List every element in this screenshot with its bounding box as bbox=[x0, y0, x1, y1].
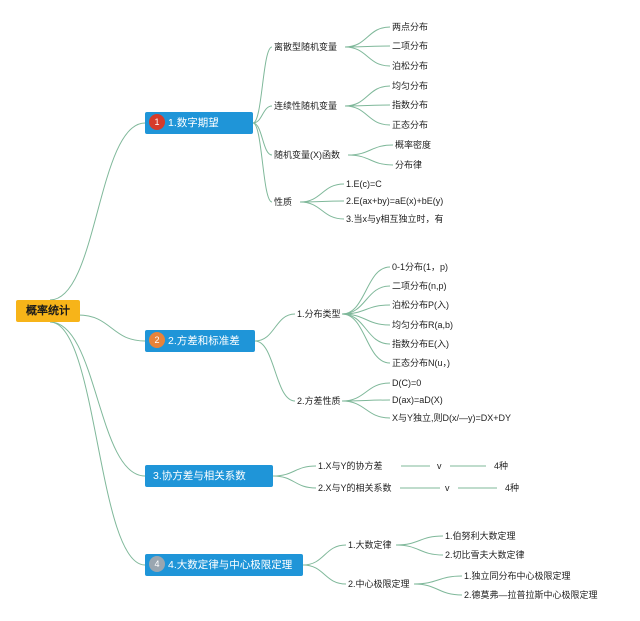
connector-line bbox=[272, 475, 317, 489]
leaf-item[interactable]: 均匀分布 bbox=[392, 81, 429, 91]
connector-line bbox=[341, 400, 391, 419]
leaf-item[interactable]: 指数分布 bbox=[392, 100, 429, 110]
connector-line bbox=[49, 321, 146, 477]
root-node[interactable]: 概率统计 bbox=[16, 300, 80, 322]
branch-label: 1.数字期望 bbox=[168, 117, 219, 130]
sub-continuous-variable[interactable]: 连续性随机变量 bbox=[274, 101, 338, 111]
leaf-item[interactable]: 两点分布 bbox=[392, 22, 429, 32]
connector-line bbox=[272, 465, 317, 477]
connector-line bbox=[344, 85, 391, 107]
branch-label: 4.大数定律与中心极限定理 bbox=[168, 559, 293, 572]
leaf-item[interactable]: D(C)=0 bbox=[392, 378, 422, 388]
connector-line bbox=[49, 122, 146, 301]
connector-line bbox=[299, 183, 345, 203]
leaf-item[interactable]: 3.当x与y相互独立时，有 bbox=[346, 214, 444, 224]
connector-line bbox=[341, 313, 391, 364]
leaf-item[interactable]: 1.独立同分布中心极限定理 bbox=[464, 571, 571, 581]
connector-line bbox=[302, 544, 347, 566]
leaf-item[interactable]: v bbox=[437, 461, 442, 471]
branch-label: 3.协方差与相关系数 bbox=[153, 470, 246, 483]
connector-line bbox=[413, 575, 463, 585]
leaf-item[interactable]: 2.E(ax+by)=aE(x)+bE(y) bbox=[346, 196, 444, 206]
leaf-item[interactable]: 二项分布 bbox=[392, 41, 429, 51]
root-label: 概率统计 bbox=[26, 305, 70, 317]
leaf-item[interactable]: 均匀分布R(a,b) bbox=[392, 320, 454, 330]
connector-line bbox=[254, 340, 296, 402]
leaf-item[interactable]: v bbox=[445, 483, 450, 493]
branch-1-number-badge: 1 bbox=[149, 114, 165, 131]
sub-properties[interactable]: 性质 bbox=[274, 197, 293, 207]
leaf-item[interactable]: 泊松分布 bbox=[392, 61, 429, 71]
connector-line bbox=[252, 105, 273, 124]
leaf-item[interactable]: 0-1分布(1，p) bbox=[392, 262, 449, 272]
connector-line bbox=[344, 46, 391, 67]
sub-variable-function[interactable]: 随机变量(X)函数 bbox=[274, 150, 340, 160]
connector-line bbox=[413, 583, 463, 596]
sub-variance-properties[interactable]: 2.方差性质 bbox=[297, 396, 341, 406]
connector-line bbox=[299, 201, 345, 220]
leaf-item[interactable]: 概率密度 bbox=[395, 140, 432, 150]
connector-line bbox=[347, 154, 394, 166]
sub-central-limit[interactable]: 2.中心极限定理 bbox=[348, 579, 410, 589]
leaf-item[interactable]: 分布律 bbox=[395, 160, 423, 170]
branch-2-number-badge: 2 bbox=[149, 332, 165, 349]
connector-line bbox=[252, 122, 273, 203]
connector-line bbox=[77, 314, 146, 342]
leaf-item[interactable]: 正态分布N(u，) bbox=[392, 358, 450, 368]
sub-correlation[interactable]: 2.X与Y的相关系数 bbox=[318, 483, 392, 493]
connector-line bbox=[302, 564, 347, 585]
leaf-item[interactable]: 1.伯努利大数定理 bbox=[445, 531, 516, 541]
branch-4-number-badge: 4 bbox=[149, 556, 165, 573]
branch-covariance[interactable]: 3.协方差与相关系数 bbox=[145, 465, 273, 488]
leaf-item[interactable]: 指数分布E(入) bbox=[392, 339, 449, 349]
connector-line bbox=[254, 313, 296, 342]
leaf-item[interactable]: 4种 bbox=[505, 483, 520, 493]
sub-covariance[interactable]: 1.X与Y的协方差 bbox=[318, 461, 383, 471]
sub-discrete-variable[interactable]: 离散型随机变量 bbox=[274, 42, 338, 52]
connector-line bbox=[341, 285, 391, 315]
connector-line bbox=[344, 26, 391, 48]
connector-line bbox=[252, 46, 273, 124]
leaf-item[interactable]: 泊松分布P(入) bbox=[392, 300, 449, 310]
leaf-item[interactable]: X与Y独立,则D(x/—y)=DX+DY bbox=[392, 413, 512, 423]
sub-distribution-types[interactable]: 1.分布类型 bbox=[297, 309, 341, 319]
leaf-item[interactable]: 2.切比雪夫大数定律 bbox=[445, 550, 525, 560]
leaf-item[interactable]: 正态分布 bbox=[392, 120, 429, 130]
branch-label: 2.方差和标准差 bbox=[168, 335, 240, 348]
connector-line bbox=[344, 105, 391, 126]
connector-line bbox=[341, 266, 391, 315]
connector-line bbox=[252, 122, 273, 156]
connector-line bbox=[49, 321, 146, 566]
connector-line bbox=[395, 544, 444, 556]
leaf-item[interactable]: 2.德莫弗—拉普拉斯中心极限定理 bbox=[464, 590, 598, 600]
leaf-item[interactable]: 1.E(c)=C bbox=[346, 179, 382, 189]
sub-law-large-numbers[interactable]: 1.大数定律 bbox=[348, 540, 392, 550]
connector-line bbox=[341, 382, 391, 402]
leaf-item[interactable]: 4种 bbox=[494, 461, 509, 471]
connector-line bbox=[395, 535, 444, 546]
connector-line bbox=[347, 144, 394, 156]
leaf-item[interactable]: D(ax)=aD(X) bbox=[392, 395, 443, 405]
leaf-item[interactable]: 二项分布(n,p) bbox=[392, 281, 447, 291]
